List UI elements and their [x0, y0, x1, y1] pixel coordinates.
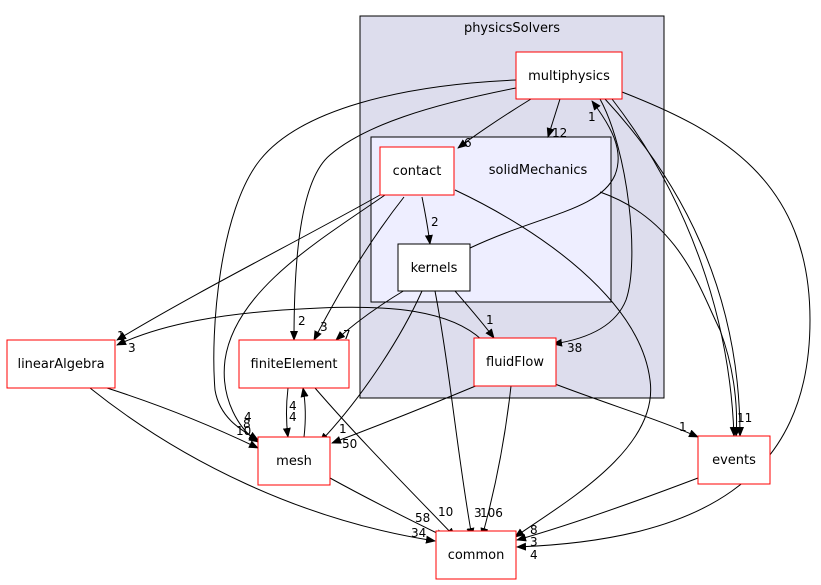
edge-contact-mesh	[223, 194, 386, 443]
edge-contact-finiteElement	[313, 196, 405, 341]
node-multiphysics-label: multiphysics	[528, 69, 610, 84]
edge-multiphysics-solidMechanics	[546, 98, 561, 138]
edge-fluidFlow-events	[554, 383, 699, 438]
edge-fluidFlow-common	[480, 385, 512, 538]
edge-multiphysics-events	[604, 98, 744, 437]
edge-label-linearAlgebra-mesh: 10	[236, 424, 251, 438]
edge-events-common	[516, 477, 699, 542]
edge-label-contact-linearAlgebra: 1	[117, 329, 125, 343]
edge-label-multiphysics-solidMechanics: 12	[552, 126, 567, 140]
edge-solidMechanics-events	[599, 191, 741, 437]
edge-label-multiphysics-common: 4	[530, 548, 538, 562]
edge-label-fluidFlow-mesh: 50	[342, 437, 357, 451]
edge-label-kernels-multiphysics: 1	[588, 110, 596, 124]
edge-fluidFlow-mesh	[331, 384, 479, 444]
edge-finiteElement-mesh	[282, 387, 291, 438]
cluster-solidMechanics-label: solidMechanics	[489, 163, 588, 178]
edge-multiphysics-fluidFlow	[552, 98, 633, 347]
edge-label-events-common: 3	[530, 535, 538, 549]
edge-label-kernels-fluidFlow: 1	[486, 313, 494, 327]
edge-multiphysics-mesh	[213, 79, 517, 441]
edge-label-finiteElement-mesh: 4	[289, 399, 297, 413]
edge-label-mesh-common: 58	[415, 511, 430, 525]
node-common[interactable]: common	[435, 530, 517, 580]
node-events-label: events	[712, 453, 756, 468]
edge-label-fluidFlow-linearAlgebra: 3	[128, 341, 136, 355]
edge-label-kernels-mesh: 1	[339, 422, 347, 436]
edge-label-multiphysics-contact: 6	[464, 136, 472, 150]
node-kernels[interactable]: kernels	[397, 243, 471, 292]
edge-kernels-finiteElement	[335, 289, 406, 341]
node-kernels-label: kernels	[411, 261, 458, 276]
node-linearAlgebra-label: linearAlgebra	[17, 357, 104, 372]
edge-contact-linearAlgebra	[116, 194, 381, 341]
edge-label-multiphysics-events: 11	[737, 411, 752, 425]
edge-multiphysics-contact	[457, 98, 532, 149]
edge-label-kernels-common: 3	[474, 506, 482, 520]
node-fluidFlow[interactable]: fluidFlow	[473, 337, 557, 387]
edge-label-finiteElement-common: 10	[438, 505, 453, 519]
edge-mesh-common	[329, 477, 446, 538]
edge-kernels-common	[434, 290, 475, 538]
edge-label-contact-finiteElement: 3	[320, 320, 328, 334]
edge-label-solidMechanics-common: 8	[530, 523, 538, 537]
node-fluidFlow-label: fluidFlow	[486, 355, 544, 370]
edge-label-kernels-finiteElement: 7	[343, 328, 351, 342]
edge-linearAlgebra-mesh	[106, 387, 259, 449]
node-multiphysics[interactable]: multiphysics	[515, 51, 623, 100]
edge-labels: 6 12 1 38 11 2 1 3 8 1 7 3 3 2 4 1 4 4 5…	[117, 110, 752, 562]
edge-multiphysics-events-2	[611, 98, 738, 437]
node-mesh-label: mesh	[276, 454, 312, 469]
edge-label-multiphysics-finiteElement: 2	[298, 314, 306, 328]
edge-multiphysics-common	[516, 91, 811, 551]
edge-contact-kernels	[421, 196, 433, 245]
edge-kernels-mesh	[319, 290, 423, 443]
node-mesh[interactable]: mesh	[257, 436, 331, 486]
edge-mesh-finiteElement	[300, 387, 309, 438]
edge-label-contact-kernels: 2	[431, 215, 439, 229]
cluster-physicsSolvers-label: physicsSolvers	[464, 21, 560, 36]
node-finiteElement-label: finiteElement	[251, 357, 338, 372]
edges	[89, 79, 811, 551]
edge-multiphysics-finiteElement	[290, 87, 517, 341]
edge-linearAlgebra-common	[89, 387, 436, 544]
node-common-label: common	[448, 548, 505, 563]
edge-label-linearAlgebra-common: 34	[411, 526, 426, 540]
node-contact-label: contact	[393, 164, 442, 179]
node-events[interactable]: events	[697, 435, 771, 485]
node-contact[interactable]: contact	[379, 146, 455, 196]
edge-label-multiphysics-fluidFlow: 38	[567, 341, 582, 355]
edge-fluidFlow-linearAlgebra	[116, 306, 483, 346]
edge-finiteElement-common	[314, 387, 456, 538]
edge-label-mesh-finiteElement: 4	[289, 410, 297, 424]
edge-label-fluidFlow-events: 1	[679, 420, 687, 434]
edge-kernels-fluidFlow	[454, 290, 495, 339]
edge-label-fluidFlow-common: 106	[480, 506, 503, 520]
node-finiteElement[interactable]: finiteElement	[238, 339, 350, 389]
edge-label-multiphysics-mesh: 4	[244, 410, 252, 424]
node-linearAlgebra[interactable]: linearAlgebra	[6, 339, 116, 389]
edge-label-contact-mesh: 8	[243, 417, 251, 431]
edge-contact-common	[454, 189, 652, 538]
